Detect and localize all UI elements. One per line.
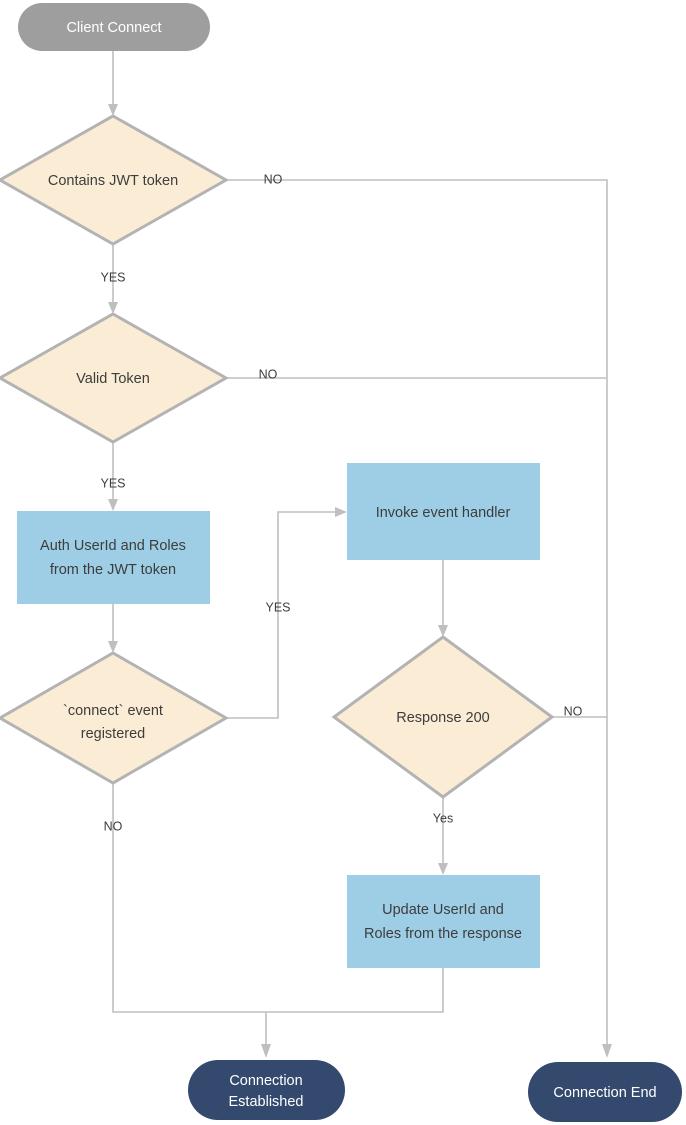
connection-established-shape — [188, 1060, 345, 1120]
edge-label-connect-event-no: NO — [104, 819, 123, 833]
valid-token-shape — [0, 312, 230, 444]
connect-event-registered-label-line1: `connect` event — [63, 703, 163, 719]
edge-contains-jwt-yes — [108, 245, 118, 314]
edge-connect-event-no — [112, 783, 271, 1058]
edge-invoke-to-response — [438, 560, 448, 637]
contains-jwt-token-shape — [0, 114, 230, 246]
response-200-shape — [331, 635, 555, 799]
edge-update-to-connection-established — [266, 968, 444, 1013]
connect-event-registered-shape — [0, 651, 230, 785]
node-response-200[interactable]: Response 200 — [331, 635, 555, 799]
node-valid-token[interactable]: Valid Token — [0, 312, 230, 444]
node-connect-event-registered[interactable]: `connect` event registered — [0, 651, 230, 785]
edge-label-group: NO YES NO YES YES NO NO Yes — [100, 172, 582, 833]
node-contains-jwt-token[interactable]: Contains JWT token — [0, 114, 230, 246]
node-client-connect[interactable]: Client Connect — [18, 3, 210, 51]
edge-label-connect-event-yes: YES — [265, 600, 290, 614]
edge-response-yes — [438, 797, 448, 875]
edge-label-contains-jwt-yes: YES — [100, 270, 125, 284]
connection-end-shape — [528, 1062, 682, 1122]
edge-label-valid-token-yes: YES — [100, 476, 125, 490]
contains-jwt-token-label: Contains JWT token — [48, 173, 178, 189]
client-connect-label: Client Connect — [66, 20, 161, 36]
node-connection-established[interactable]: Connection Established — [188, 1060, 345, 1120]
auth-userid-roles-label-line2: from the JWT token — [50, 562, 176, 578]
update-userid-roles-label-line1: Update UserId and — [382, 902, 504, 918]
connection-end-label: Connection End — [553, 1085, 656, 1101]
node-auth-userid-roles[interactable]: Auth UserId and Roles from the JWT token — [17, 511, 210, 604]
edge-connect-event-yes — [226, 507, 347, 719]
update-userid-roles-shape — [347, 875, 540, 968]
edge-client-connect-to-contains-jwt — [108, 50, 118, 116]
edge-label-valid-token-no: NO — [259, 367, 278, 381]
edge-label-response-yes: Yes — [433, 811, 453, 825]
auth-userid-roles-label-line1: Auth UserId and Roles — [40, 538, 186, 554]
node-connection-end[interactable]: Connection End — [528, 1062, 682, 1122]
edge-label-contains-jwt-no: NO — [264, 172, 283, 186]
node-update-userid-roles[interactable]: Update UserId and Roles from the respons… — [347, 875, 540, 968]
client-connect-shape — [18, 3, 210, 51]
invoke-event-handler-shape — [347, 463, 540, 560]
connection-established-label-line1: Connection — [229, 1073, 302, 1089]
connection-established-label-line2: Established — [229, 1094, 304, 1110]
edge-valid-token-yes — [108, 443, 118, 511]
edge-contains-jwt-no — [226, 179, 612, 1058]
connect-event-registered-label-line2: registered — [81, 726, 145, 742]
invoke-event-handler-label: Invoke event handler — [376, 505, 511, 521]
edge-auth-to-connect-event — [108, 604, 118, 653]
response-200-label: Response 200 — [396, 710, 490, 726]
update-userid-roles-label-line2: Roles from the response — [364, 926, 522, 942]
valid-token-label: Valid Token — [76, 371, 150, 387]
auth-userid-roles-shape — [17, 511, 210, 604]
edge-label-response-no: NO — [564, 704, 583, 718]
node-invoke-event-handler[interactable]: Invoke event handler — [347, 463, 540, 560]
